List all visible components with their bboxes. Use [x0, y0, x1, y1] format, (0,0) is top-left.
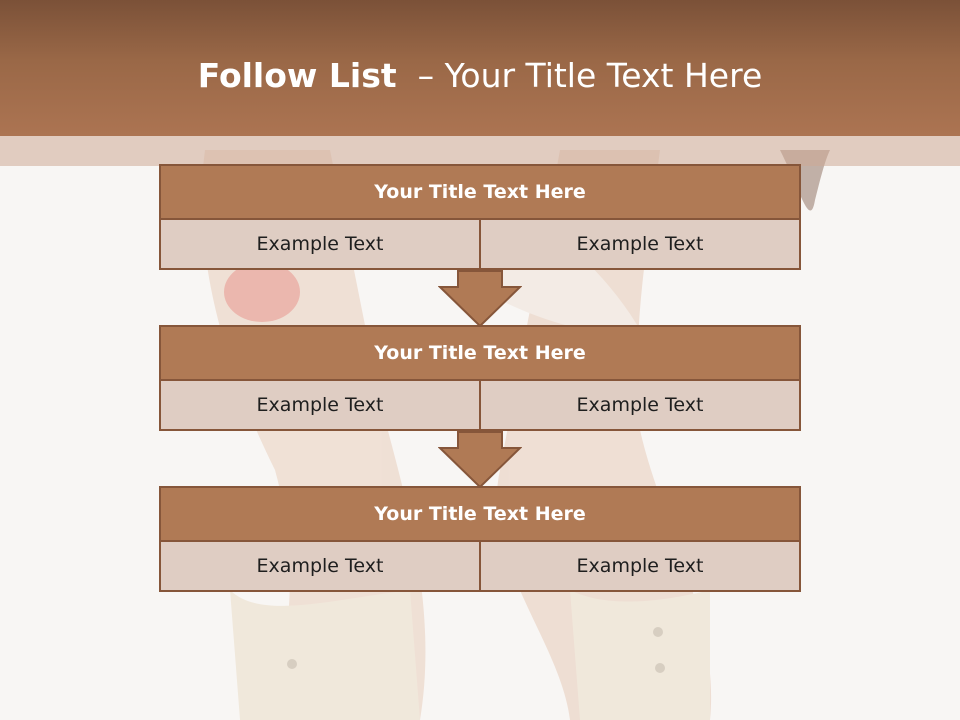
title-bar-band	[0, 136, 960, 166]
block-row: Example Text Example Text	[159, 381, 801, 431]
list-block-3: Your Title Text Here Example Text Exampl…	[159, 486, 801, 592]
title-bar	[0, 0, 960, 136]
down-arrow-icon	[438, 431, 522, 489]
block-cell-right: Example Text	[479, 220, 799, 268]
block-cell-right: Example Text	[479, 381, 799, 429]
block-title: Your Title Text Here	[159, 325, 801, 381]
block-row: Example Text Example Text	[159, 220, 801, 270]
slide-title-rest: – Your Title Text Here	[396, 56, 763, 95]
block-title: Your Title Text Here	[159, 164, 801, 220]
slide-title-bold: Follow List	[197, 56, 397, 95]
block-cell-right: Example Text	[479, 542, 799, 590]
block-cell-left: Example Text	[256, 555, 384, 577]
down-arrow-icon	[438, 270, 522, 328]
list-block-1: Your Title Text Here Example Text Exampl…	[159, 164, 801, 270]
block-cell-left: Example Text	[256, 233, 384, 255]
slide-title: Follow List – Your Title Text Here	[0, 52, 960, 100]
block-row: Example Text Example Text	[159, 542, 801, 592]
list-block-2: Your Title Text Here Example Text Exampl…	[159, 325, 801, 431]
block-title: Your Title Text Here	[159, 486, 801, 542]
block-cell-left: Example Text	[256, 394, 384, 416]
